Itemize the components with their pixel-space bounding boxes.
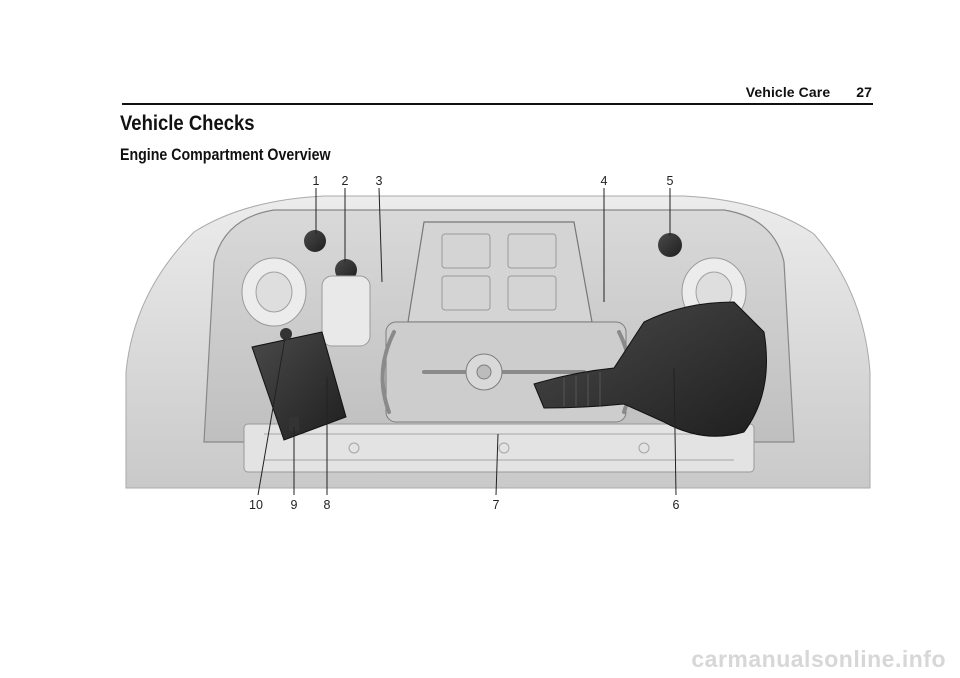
header-rule [122,103,873,105]
callout-1: 1 [313,174,320,188]
brake-fluid-cap [304,230,326,252]
engine-cover [407,221,593,323]
page-title: Vehicle Checks [120,112,255,135]
section-subtitle: Engine Compartment Overview [120,146,331,164]
page-number: 27 [856,84,872,100]
callout-9: 9 [291,498,298,512]
battery-terminal [280,328,292,340]
washer-fluid-cap [658,233,682,257]
engine-compartment-figure: 1 2 3 4 5 10 9 8 7 6 [124,172,872,517]
section-name: Vehicle Care [745,84,831,100]
running-head: Vehicle Care 27 [746,84,872,100]
callout-5: 5 [667,174,674,188]
callout-10: 10 [249,498,263,512]
air-intake-duct [533,301,767,437]
callout-6: 6 [673,498,680,512]
engine-illustration: 1 2 3 4 5 10 9 8 7 6 [125,174,871,512]
callout-4: 4 [601,174,608,188]
callout-3: 3 [376,174,383,188]
callout-2: 2 [342,174,349,188]
watermark: carmanualsonline.info [691,646,946,672]
callout-8: 8 [324,498,331,512]
fuse-block [251,331,347,441]
callout-7: 7 [493,498,500,512]
